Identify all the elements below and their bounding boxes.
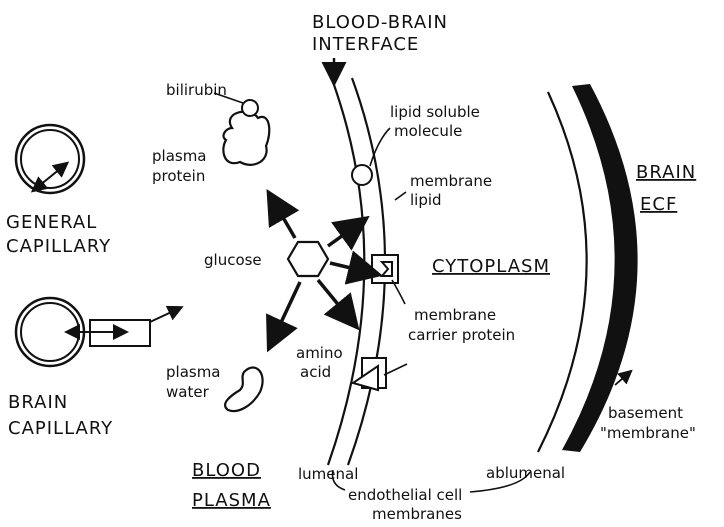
glucose-hexagon xyxy=(288,242,328,276)
cytoplasm-label: CYTOPLASM xyxy=(432,256,550,277)
basement-membrane-band xyxy=(562,84,638,452)
carrier-protein-shape xyxy=(372,255,398,283)
plasma-protein-label-1: plasma xyxy=(152,147,207,165)
lipid-soluble-molecule-circle xyxy=(352,165,372,185)
basement-membrane-label-1: basement xyxy=(608,404,683,422)
bilirubin-label: bilirubin xyxy=(166,81,227,99)
glucose-label: glucose xyxy=(204,251,262,269)
membrane-lipid-label-1: membrane xyxy=(410,172,492,190)
plasma-water-label-1: plasma xyxy=(166,363,221,381)
arrow-to-carrier-protein xyxy=(330,263,376,274)
general-capillary-label-2: CAPILLARY xyxy=(6,236,111,257)
blood-brain-interface-label-2: INTERFACE xyxy=(312,34,419,55)
plasma-water-label-2: water xyxy=(166,383,210,401)
lipid-soluble-label-1: lipid soluble xyxy=(390,103,480,121)
arrow-to-amino-acid xyxy=(318,280,355,325)
endothelial-label-1: endothelial cell xyxy=(348,486,462,504)
arrow-to-plasma-water xyxy=(270,282,300,346)
lumenal-label: lumenal xyxy=(298,465,358,483)
brain-capillary-icon xyxy=(16,298,180,366)
brain-capillary-label-1: BRAIN xyxy=(8,392,68,413)
lipid-soluble-label-2: molecule xyxy=(394,122,462,140)
membrane-lipid-label-2: lipid xyxy=(410,191,442,209)
general-capillary-icon xyxy=(16,125,84,193)
amino-acid-transporter-shape xyxy=(353,358,386,390)
amino-acid-label-1: amino xyxy=(296,344,343,362)
brain-ecf-label-2: ECF xyxy=(640,194,677,215)
blood-brain-interface-label-1: BLOOD-BRAIN xyxy=(312,12,448,33)
plasma-water-shape xyxy=(225,368,262,412)
ablumenal-label: ablumenal xyxy=(486,464,565,482)
basement-membrane-label-2: "membrane" xyxy=(600,424,696,442)
leader-amino-acid xyxy=(384,364,407,375)
plasma-protein-label-2: protein xyxy=(152,167,205,185)
carrier-protein-label-2: carrier protein xyxy=(408,326,515,344)
amino-acid-label-2: acid xyxy=(300,363,331,381)
blood-plasma-label-1: BLOOD xyxy=(192,460,261,481)
blood-plasma-label-2: PLASMA xyxy=(192,490,271,511)
brain-capillary-label-2: CAPILLARY xyxy=(8,418,113,439)
plasma-protein-shape xyxy=(214,93,269,165)
endothelial-label-2: membranes xyxy=(372,505,462,523)
carrier-protein-label-1: membrane xyxy=(414,306,496,324)
leader-membrane-lipid xyxy=(395,192,406,200)
lumenal-membrane-line xyxy=(328,82,364,465)
arrow-to-plasma-protein xyxy=(270,195,295,238)
general-capillary-label-1: GENERAL xyxy=(6,212,97,233)
brain-ecf-label-1: BRAIN xyxy=(636,162,696,183)
arrow-to-lipid-membrane xyxy=(328,220,364,246)
